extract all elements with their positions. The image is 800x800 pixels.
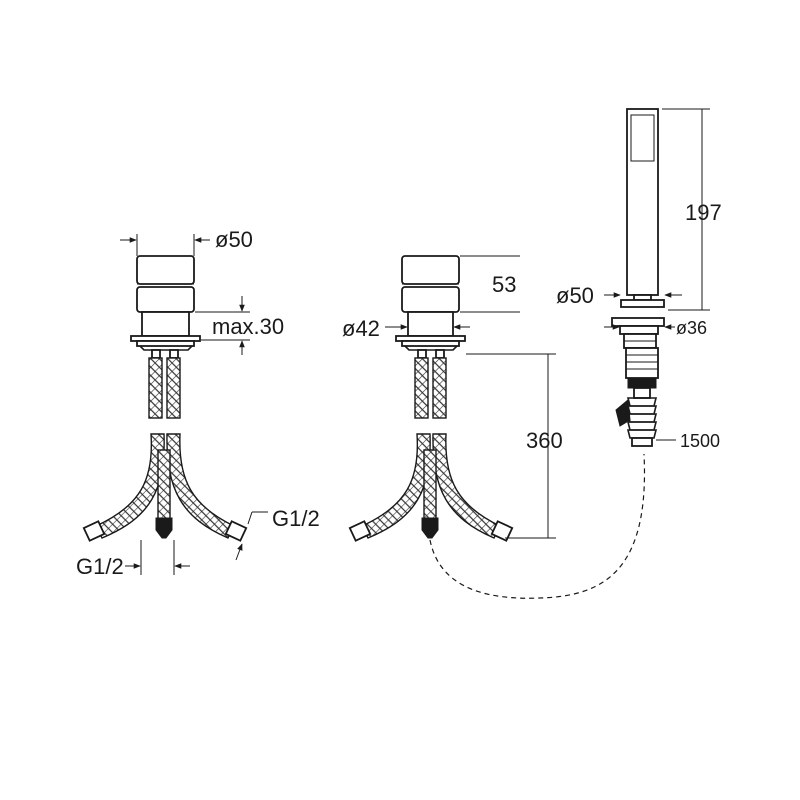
- hand-shower-holder: [611, 317, 665, 447]
- mixer-left-dimensions: ø50 max.30 G1/2 G1/2: [76, 227, 320, 579]
- mixer-right-hoses: [348, 357, 514, 542]
- label-hose-1500: 1500: [680, 431, 720, 451]
- hand-shower: 197 ø50 ø36 1500: [556, 108, 722, 451]
- label-length-197: 197: [685, 200, 722, 225]
- label-diameter-50-left: ø50: [215, 227, 253, 252]
- shower-hose-dashed: [429, 453, 646, 599]
- label-thread-left: G1/2: [76, 554, 124, 579]
- label-height-53: 53: [492, 272, 516, 297]
- mixer-right-body: [395, 255, 466, 359]
- hand-shower-handle: [620, 108, 665, 308]
- mixer-left-hoses: [82, 357, 248, 542]
- label-hose-360: 360: [526, 428, 563, 453]
- label-thread-right: G1/2: [272, 506, 320, 531]
- mixer-right-dimensions: 53 ø42 360: [342, 255, 563, 539]
- label-diameter-50-shower: ø50: [556, 283, 594, 308]
- label-diameter-42: ø42: [342, 316, 380, 341]
- label-diameter-36: ø36: [676, 318, 707, 338]
- mixer-left-body: [130, 255, 201, 359]
- mixer-right: 53 ø42 360: [342, 255, 563, 542]
- hand-shower-dimensions: 197 ø50 ø36 1500: [556, 108, 722, 451]
- mixer-left: ø50 max.30 G1/2 G1/2: [76, 227, 320, 579]
- label-max-30: max.30: [212, 314, 284, 339]
